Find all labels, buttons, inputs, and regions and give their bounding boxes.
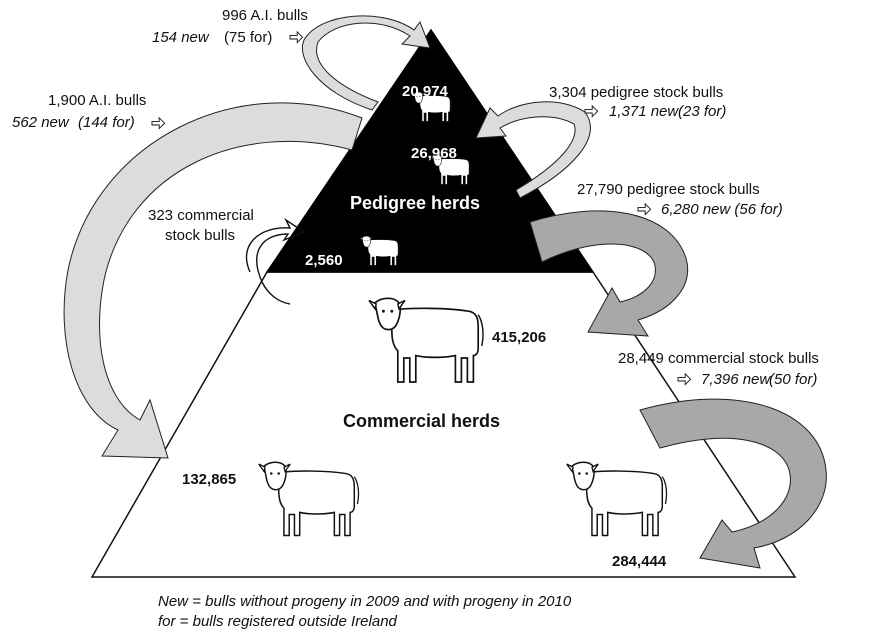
- ai-top-new: 154 new: [152, 29, 210, 46]
- hand-arrow-icon: [290, 32, 303, 43]
- hand-arrow-icon: [638, 204, 651, 215]
- ai-left-new: 562 new: [12, 114, 70, 131]
- ai-top-total: 996 A.I. bulls: [222, 7, 308, 24]
- ai-top-for: (75 for): [224, 29, 272, 46]
- ai-left-total: 1,900 A.I. bulls: [48, 92, 146, 109]
- commercial-out-total: 28,449 commercial stock bulls: [618, 350, 819, 367]
- count-pedigree-top: 20,974: [402, 83, 449, 100]
- pedigree-loop-for: (23 for): [678, 103, 726, 120]
- hand-arrow-icon: [678, 374, 691, 385]
- hand-arrow-icon: [152, 118, 165, 129]
- commercial-loop-line1: 323 commercial: [148, 207, 254, 224]
- commercial-out-for: (50 for): [769, 371, 817, 388]
- pedigree-out-total: 27,790 pedigree stock bulls: [577, 181, 760, 198]
- commercial-herds-title: Commercial herds: [343, 411, 500, 431]
- footnote-line2: for = bulls registered outside Ireland: [158, 613, 398, 630]
- footnote-line1: New = bulls without progeny in 2009 and …: [158, 593, 572, 610]
- count-commercial-left: 132,865: [182, 471, 236, 488]
- pedigree-herds-title: Pedigree herds: [350, 193, 480, 213]
- pedigree-loop-new: 1,371 new: [609, 103, 679, 120]
- pedigree-loop-total: 3,304 pedigree stock bulls: [549, 84, 723, 101]
- count-commercial-top: 415,206: [492, 329, 546, 346]
- commercial-loop-line2: stock bulls: [165, 227, 235, 244]
- ai-left-for: (144 for): [78, 114, 135, 131]
- count-pedigree-bottom: 2,560: [305, 252, 343, 269]
- commercial-out-new: 7,396 new: [701, 371, 771, 388]
- pedigree-out-new: 6,280 new (56 for): [661, 201, 783, 218]
- count-commercial-right: 284,444: [612, 553, 667, 570]
- count-pedigree-middle: 26,968: [411, 145, 457, 162]
